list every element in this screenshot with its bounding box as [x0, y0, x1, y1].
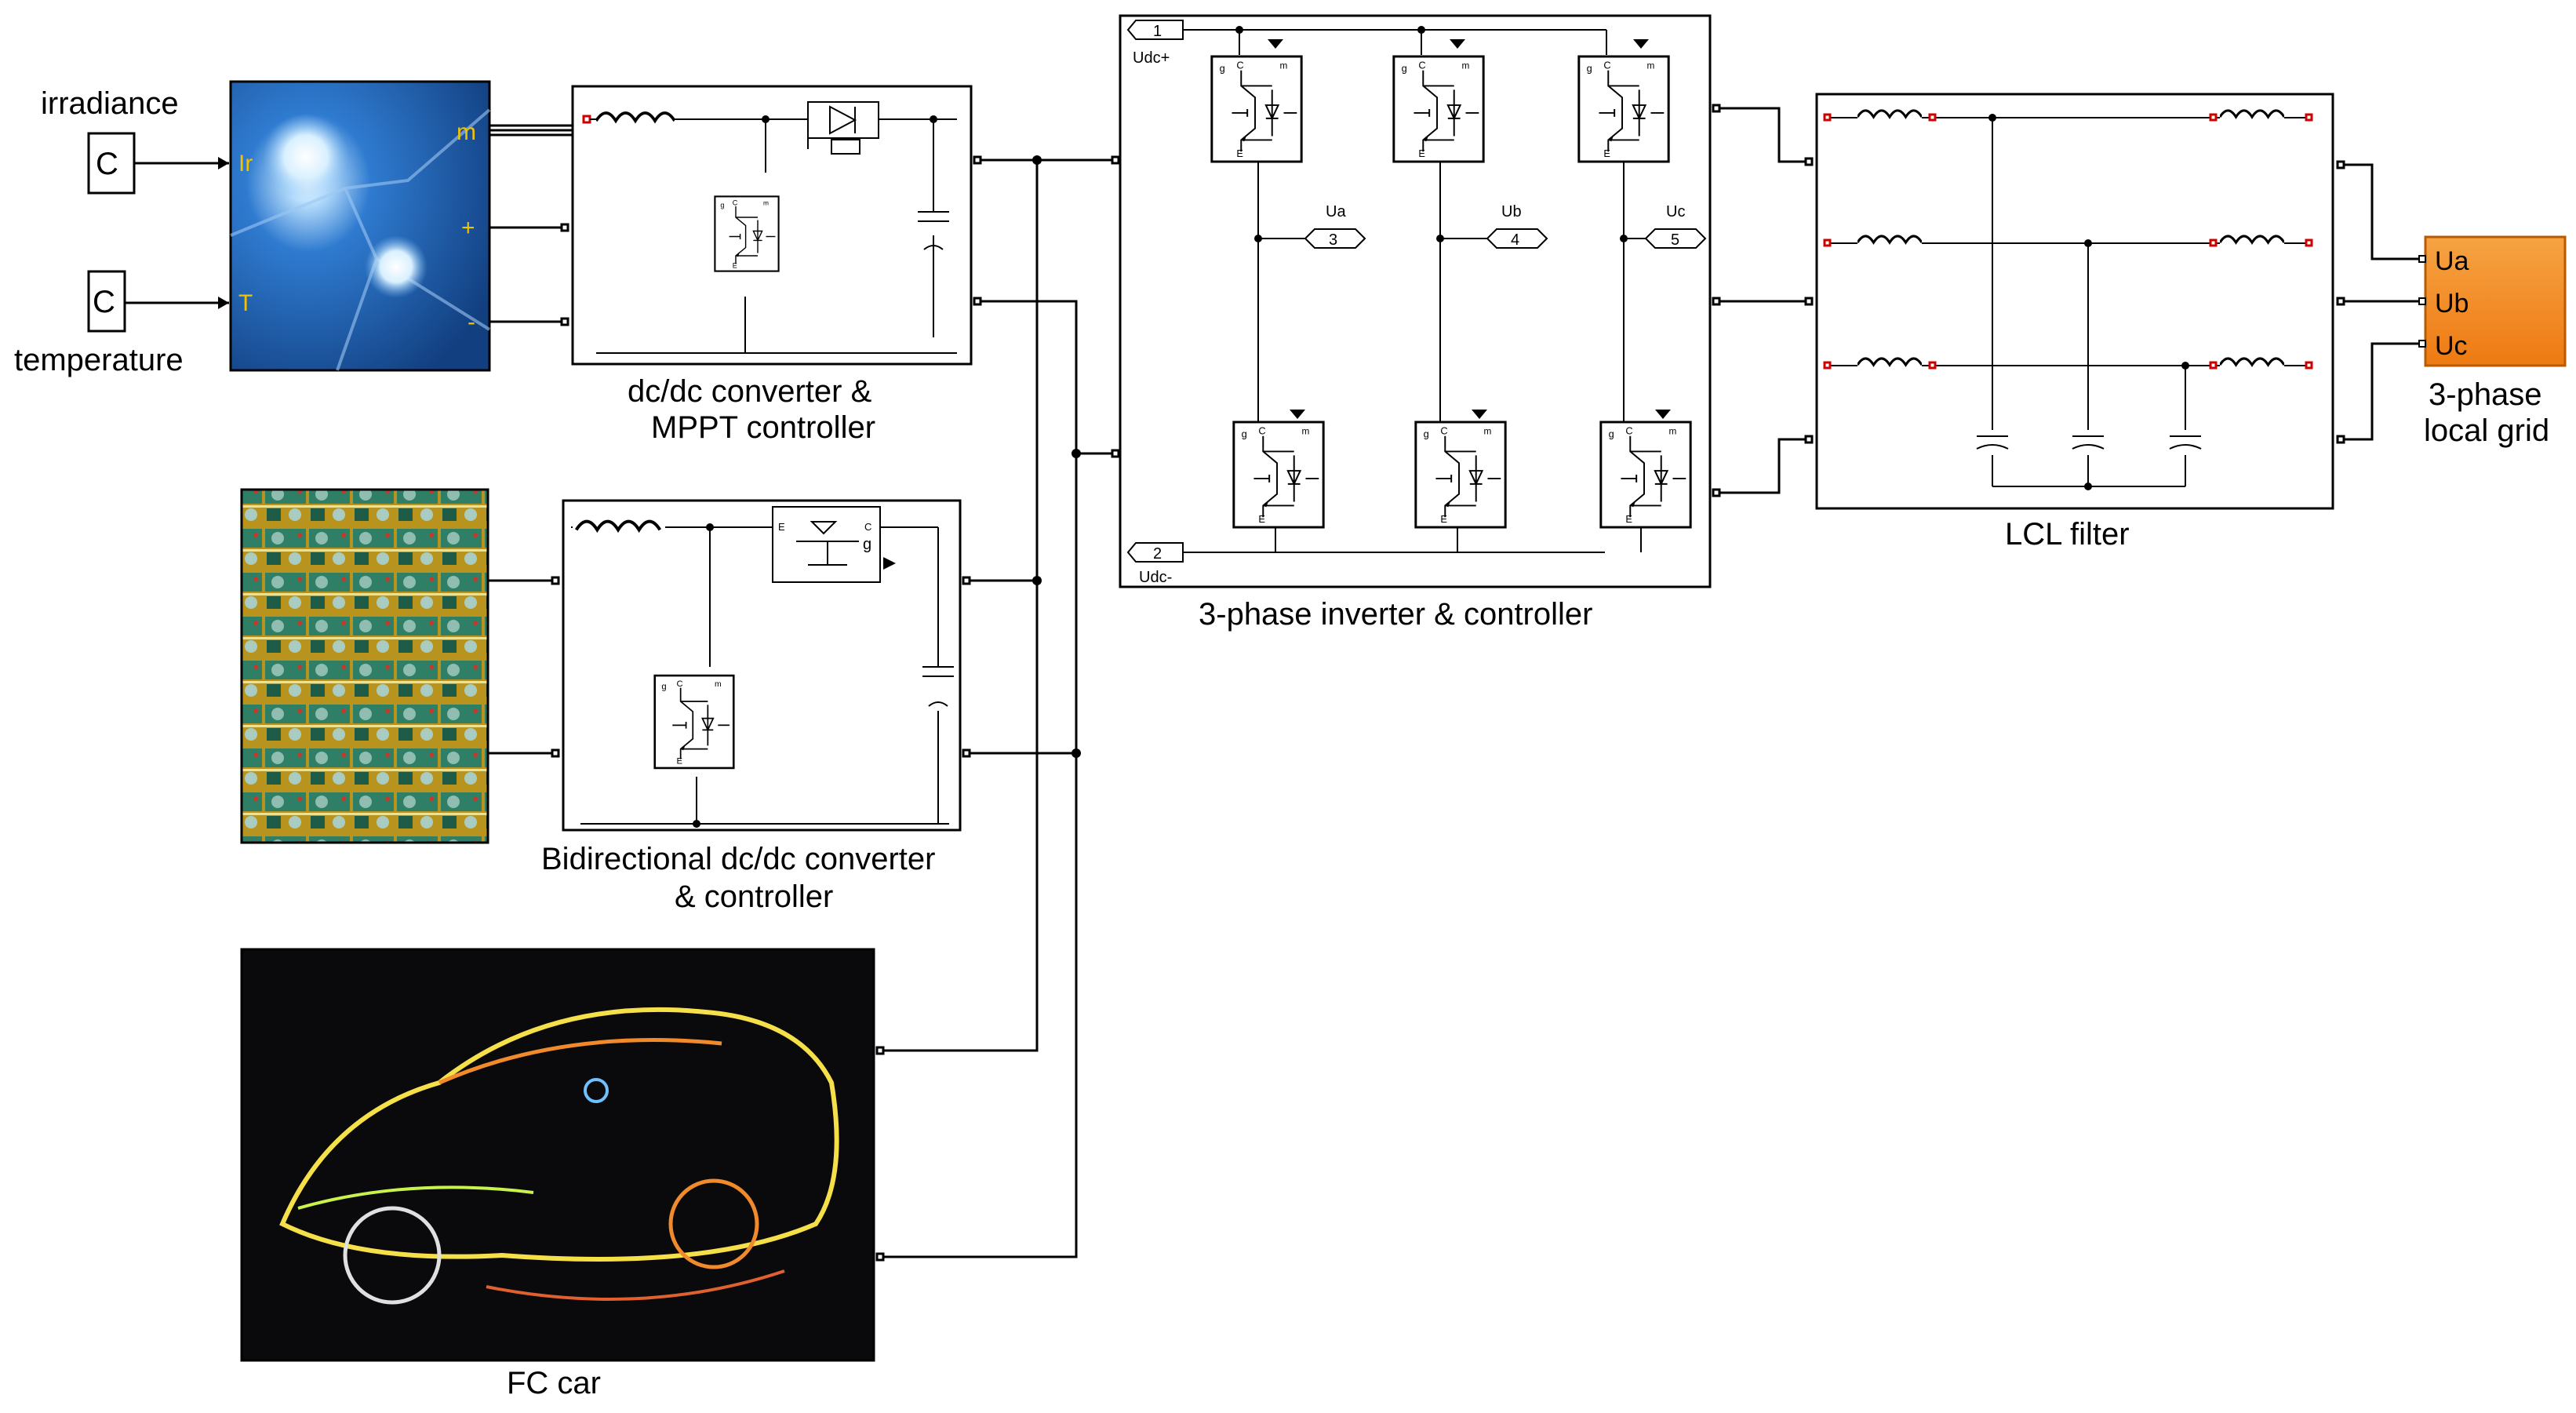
capacitor-icon [922, 666, 954, 677]
phase-tag-c [1644, 228, 1707, 249]
udc-minus-label: Udc- [1139, 569, 1172, 586]
irradiance-constant-block[interactable] [87, 132, 136, 195]
pv-port-ir: Ir [238, 151, 253, 177]
inverter-label: 3-phase inverter & controller [1199, 597, 1592, 632]
udc-plus-label: Udc+ [1133, 49, 1170, 67]
dcdc-mppt-block[interactable] [560, 85, 982, 366]
diode-icon [829, 105, 857, 135]
switch-lower-c-icon[interactable] [1599, 421, 1692, 529]
grid-label-line1: 3-phase [2429, 377, 2542, 412]
udc-minus-number: 2 [1153, 545, 1162, 563]
phase-tag-a [1304, 228, 1366, 249]
grid-label-line2: local grid [2424, 413, 2549, 448]
inverter-to-lcl-wires [1719, 107, 1809, 494]
switch-upper-b-icon[interactable] [1392, 55, 1485, 163]
bidir-dcdc-block[interactable]: E Cg [551, 499, 971, 832]
battery-to-bidir-wires [488, 579, 558, 755]
inverter-block[interactable]: 1 Udc+ 2 Udc- 3 4 5 Ua Ub Uc [1119, 14, 1721, 588]
dc-source-icon [928, 701, 948, 707]
phase-label-b: Ub [1501, 203, 1522, 220]
pv-port-m: m [457, 119, 476, 145]
dc-source-icon [923, 245, 944, 250]
grid-port-uc: Uc [2435, 331, 2468, 361]
udc-plus-number: 1 [1153, 23, 1162, 40]
phase-label-c: Uc [1666, 203, 1685, 220]
dcdc-label-line1: dc/dc converter & [628, 374, 872, 409]
bidir-label-line2: & controller [675, 879, 833, 914]
boost-switch-icon[interactable] [714, 195, 780, 273]
svg-text:E: E [778, 521, 785, 533]
temperature-label: temperature [14, 343, 184, 377]
temperature-constant-symbol: C [93, 285, 115, 319]
svg-text:g: g [863, 536, 871, 553]
phase-label-a: Ua [1326, 203, 1346, 220]
pv-port-t: T [238, 290, 253, 316]
grid-port-ub: Ub [2435, 289, 2469, 319]
irradiance-constant-symbol: C [96, 147, 118, 181]
switch-upper-a-icon[interactable] [1210, 55, 1303, 163]
arrow-head-icon [218, 297, 229, 309]
dc-bus-wires [883, 155, 1120, 1258]
bidir-switch-block[interactable] [772, 506, 881, 583]
dcdc-label-line2: MPPT controller [651, 410, 875, 445]
capacitor-icon [918, 211, 949, 222]
lcl-filter-box [1815, 93, 2334, 510]
battery-pack-image[interactable] [240, 488, 489, 844]
temperature-constant-block[interactable] [87, 270, 126, 333]
arrow-head-icon [218, 157, 229, 169]
diode-block[interactable] [807, 101, 879, 139]
capacitor-icon [2169, 435, 2202, 486]
pv-port-plus: + [461, 215, 475, 241]
local-grid-block[interactable]: Ua Ub Uc [2418, 235, 2567, 367]
switch-lower-b-icon[interactable] [1414, 421, 1507, 529]
svg-text:C: C [864, 521, 871, 533]
fc-car-label: FC car [507, 1366, 601, 1400]
temperature-input-group: C temperature [14, 270, 229, 377]
bidir-low-switch-icon[interactable] [653, 674, 735, 770]
phase-number-c: 5 [1671, 231, 1679, 249]
solar-cell-image [229, 80, 491, 372]
phase-number-b: 4 [1511, 231, 1519, 249]
bidir-label-line1: Bidirectional dc/dc converter [541, 842, 935, 876]
lcl-filter-block[interactable] [1804, 93, 2345, 510]
switch-upper-c-icon[interactable] [1577, 55, 1670, 163]
switch-lower-a-icon[interactable] [1232, 421, 1325, 529]
bidir-dcdc-box [562, 499, 962, 832]
pv-panel-block[interactable]: Ir T m + - [229, 80, 491, 372]
phase-number-a: 3 [1329, 231, 1337, 249]
capacitor-icon [1976, 435, 2009, 486]
lcl-label: LCL filter [2005, 517, 2130, 552]
capacitor-icon [2072, 435, 2105, 486]
phase-tag-b [1486, 228, 1548, 249]
irradiance-input-group: irradiance C [41, 86, 229, 195]
irradiance-label: irradiance [41, 86, 179, 121]
pv-port-minus: - [468, 309, 475, 335]
grid-port-ua: Ua [2435, 246, 2469, 276]
lcl-to-grid-wires [2344, 163, 2425, 441]
pv-to-dcdc-wires [489, 124, 573, 323]
car-image[interactable] [240, 948, 875, 1362]
